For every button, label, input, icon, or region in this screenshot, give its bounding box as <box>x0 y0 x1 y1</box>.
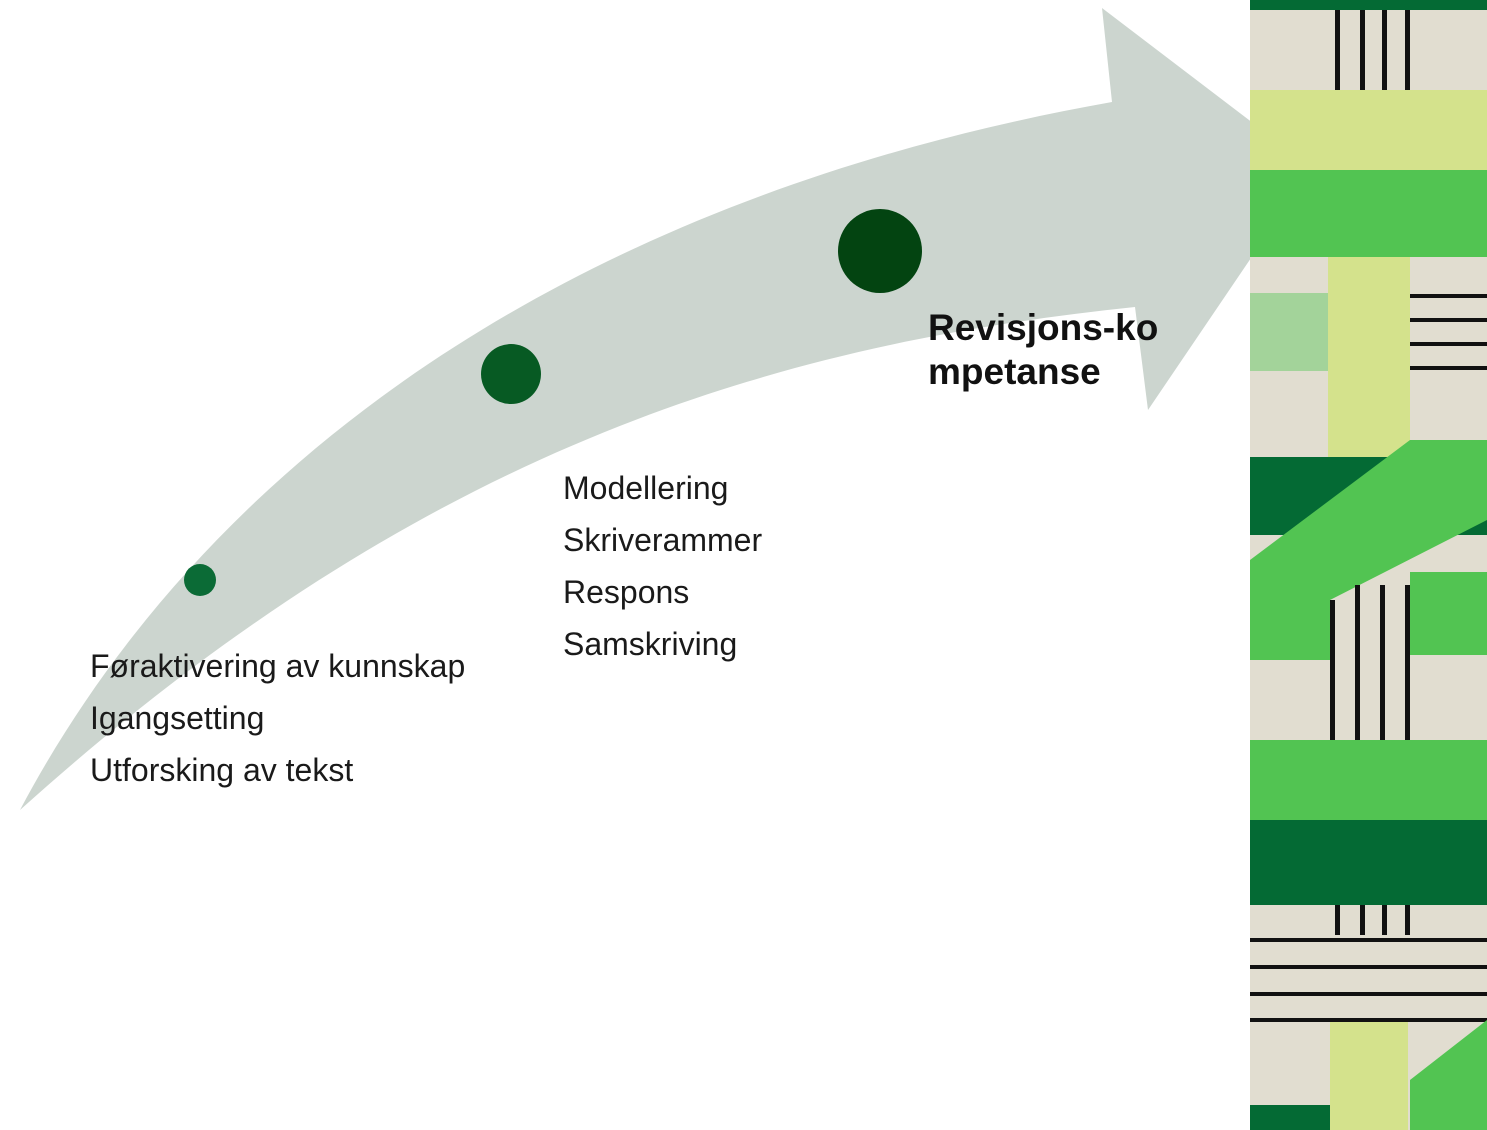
curved-arrow <box>20 8 1312 810</box>
stage-1-list: Føraktivering av kunnskap Igangsetting U… <box>90 640 465 796</box>
stage-1-item: Utforsking av tekst <box>90 752 354 788</box>
stage-3-title: Revisjons-kompetanse <box>928 307 1159 392</box>
stage-1-item: Føraktivering av kunnskap <box>90 648 466 684</box>
stage-2-item: Skriverammer <box>563 522 763 558</box>
stage-2-list: Modellering Skriverammer Respons Samskri… <box>563 462 762 670</box>
stage-3-marker <box>838 209 922 293</box>
stage-2-item: Respons <box>563 574 690 610</box>
decorative-pattern-panel <box>1250 0 1487 1130</box>
stage-2-item: Modellering <box>563 470 729 506</box>
stage-1-marker <box>184 564 216 596</box>
stage-2-item: Samskriving <box>563 626 738 662</box>
stage-2-marker <box>481 344 541 404</box>
stage-1-item: Igangsetting <box>90 700 265 736</box>
